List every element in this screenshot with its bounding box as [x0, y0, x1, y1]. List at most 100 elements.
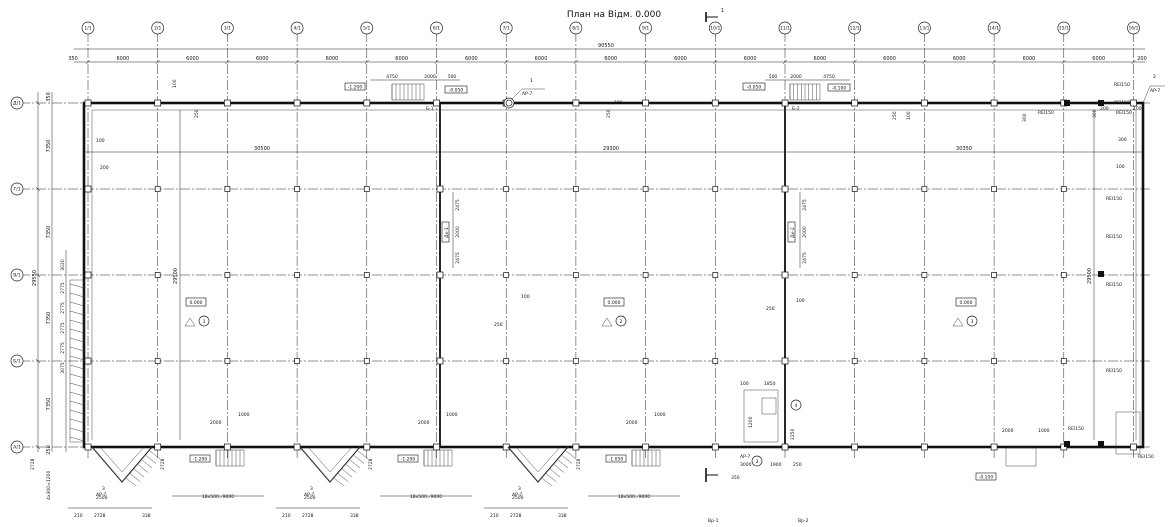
ramp-tread	[149, 450, 161, 460]
ramp-dim-1000: 1000	[654, 412, 666, 418]
ramp-tread	[125, 477, 137, 487]
section-marker-label: 1	[721, 8, 724, 14]
misc-dim-100d: 100	[796, 298, 805, 304]
column	[224, 443, 231, 451]
rei-label-3: REI150	[1116, 110, 1132, 116]
axis-bubble-row	[10, 182, 24, 196]
column	[363, 272, 370, 278]
section-label-1: Вр-1	[708, 518, 719, 524]
left-stair-tread	[69, 292, 85, 298]
column	[921, 186, 928, 192]
ramp-callout-ar: АР-7	[304, 492, 314, 498]
column	[502, 443, 510, 451]
axis-bubble-col	[221, 21, 234, 35]
axis-label-col: 6/1	[433, 26, 440, 32]
dim-tick	[294, 59, 300, 65]
column	[436, 185, 444, 193]
joint2-dim-b: 2000	[802, 226, 808, 238]
ramp-tread	[333, 477, 345, 487]
column	[84, 185, 92, 193]
bc-dim-250: 250	[793, 462, 802, 468]
callout-num-4: 4	[795, 403, 798, 409]
inner-dimensions: 30500 29300 30350 29500 29500	[84, 110, 1143, 440]
left-stair-tread	[69, 364, 85, 370]
axis-bubble-col	[1057, 21, 1071, 35]
column	[84, 357, 92, 365]
bc-ar: АР-7	[740, 454, 750, 460]
left-stair-tread	[69, 382, 85, 388]
dim-tick	[434, 59, 439, 65]
left-stair-tread	[69, 310, 85, 316]
left-stair-tread	[69, 355, 85, 361]
column	[642, 358, 649, 364]
dim-span-top: 6000	[953, 56, 966, 62]
dim-tick	[155, 59, 160, 65]
dim-a-2000: 2000	[424, 74, 436, 80]
bc-dim-2250: 2250	[790, 428, 796, 440]
ramp-callout-ar: АР-7	[96, 492, 106, 498]
column	[573, 272, 579, 278]
bc-dim-100: 100	[740, 381, 749, 387]
ramp-tread	[561, 455, 573, 464]
axis-bubble-col	[639, 21, 652, 35]
ramp-dim-210: 210	[282, 513, 291, 519]
column	[1060, 358, 1067, 364]
bottom-level-4: -0.100	[979, 475, 994, 481]
column	[363, 358, 370, 364]
column	[503, 358, 510, 364]
misc-dim-200: 200	[100, 165, 109, 171]
left-stair-tread	[69, 391, 85, 397]
row-grid: Д/1Г/1В/1Б/1А/1	[10, 96, 1150, 454]
dim-tick	[35, 272, 41, 278]
dim-a-4750: 4750	[386, 74, 398, 80]
misc-dim-100a: 100	[96, 138, 105, 144]
columns	[84, 99, 1137, 451]
column	[921, 99, 928, 107]
ramp-dim-210: 210	[490, 513, 499, 519]
misc-dim-250a: 250	[194, 109, 200, 118]
ramp-callout-num: 3	[102, 486, 105, 492]
column	[154, 99, 162, 107]
dim-tick	[643, 59, 648, 65]
misc-dim-250c: 250	[494, 322, 503, 328]
column	[84, 271, 92, 279]
column	[1060, 186, 1067, 192]
axis-bubble-row	[10, 96, 24, 110]
axis-bubble-row	[10, 268, 24, 282]
bc-dim-3000: 3000	[740, 462, 752, 468]
level-b-0100: -0.100	[832, 86, 847, 92]
column	[154, 443, 162, 451]
ramp-tread	[557, 459, 569, 469]
column	[363, 99, 371, 107]
height-left: 29500	[173, 268, 179, 284]
stair-b	[789, 84, 817, 100]
dim-span-top: 6000	[1092, 56, 1105, 62]
ramp-dim-2000: 2000	[210, 420, 222, 426]
left-dimensions: 29550 3507350735073507350250302027752775…	[32, 92, 67, 455]
dim-stair-left: 2775	[60, 302, 66, 314]
column	[711, 99, 719, 107]
hall-width-1: 30500	[254, 146, 270, 152]
misc-dim-100e: 100	[1116, 164, 1125, 170]
ramp-dim-v: 2728	[576, 458, 582, 470]
dim-tick	[782, 59, 788, 65]
bc-dim-1200: 1200	[748, 416, 754, 428]
ramp-tread	[357, 450, 369, 460]
joint2-dim-c: 2475	[802, 252, 808, 264]
ramp-tread	[145, 455, 157, 464]
column	[436, 271, 444, 279]
dim-span-top: 6000	[326, 56, 339, 62]
axis-label-row: В/1	[13, 273, 21, 279]
axis-label-col: 8/1	[572, 26, 579, 32]
ramp-dim-v: 2728	[368, 458, 374, 470]
rei-label-8: REI150	[1106, 368, 1122, 374]
misc-dim-300b: 300	[1092, 109, 1098, 118]
column	[712, 358, 719, 364]
left-stair-tread	[69, 301, 85, 307]
dim-tick	[991, 59, 997, 65]
dim-span-top: 6000	[465, 56, 478, 62]
axis-bubble-col	[499, 21, 513, 35]
bc-ar-num: 3	[756, 459, 759, 465]
dim-tick	[852, 59, 857, 65]
